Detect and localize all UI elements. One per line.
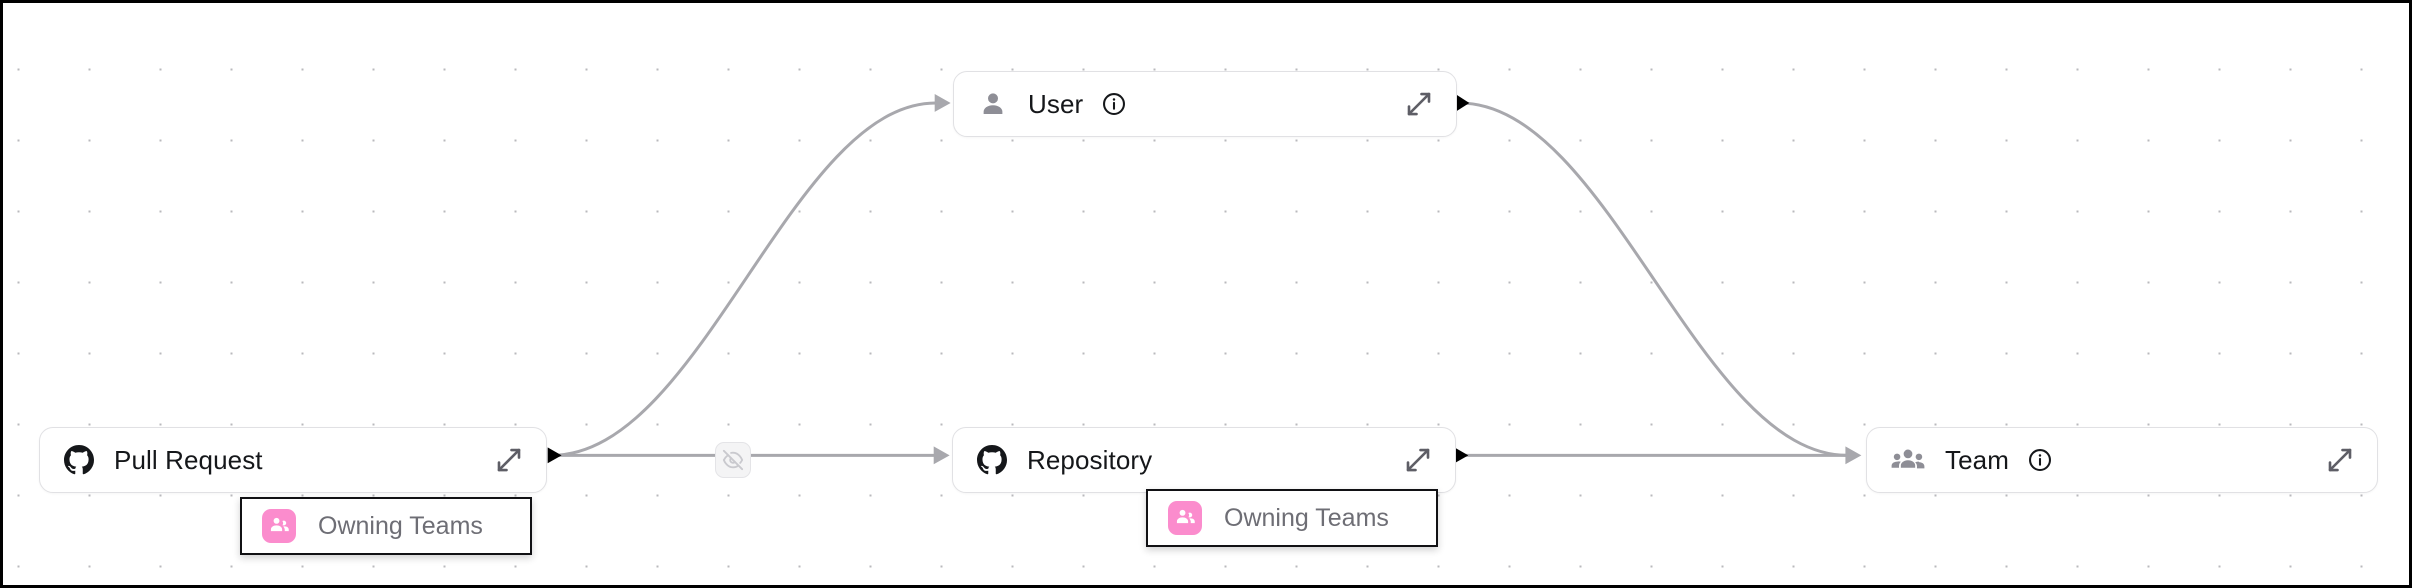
people-group-icon <box>262 509 296 543</box>
node-repository[interactable]: Repository <box>952 427 1456 493</box>
edge-user-to-team[interactable] <box>1459 101 1848 457</box>
edge-arrowhead-team-in <box>1845 446 1862 465</box>
person-icon <box>978 89 1008 119</box>
owning-teams-card-repository[interactable]: Owning Teams <box>1146 489 1438 547</box>
owning-teams-label: Owning Teams <box>318 511 483 540</box>
node-team[interactable]: Team <box>1866 427 2378 493</box>
node-label: Repository <box>1027 444 1153 475</box>
info-circle-icon[interactable] <box>2027 447 2053 473</box>
edge-visibility-toggle[interactable] <box>715 442 751 478</box>
github-icon <box>977 445 1007 475</box>
node-label: Pull Request <box>114 444 263 475</box>
edge-arrowhead-user-in <box>934 94 951 112</box>
eye-off-icon <box>722 449 744 471</box>
edge-arrowhead-repository-in <box>933 446 950 465</box>
github-icon <box>64 445 94 475</box>
node-label: User <box>1028 88 1084 119</box>
owning-teams-label: Owning Teams <box>1224 503 1389 532</box>
group-icon <box>1891 445 1925 475</box>
owning-teams-card-pull-request[interactable]: Owning Teams <box>240 497 532 555</box>
node-pull-request[interactable]: Pull Request <box>39 427 547 493</box>
expand-diagonal-icon[interactable] <box>1404 89 1434 119</box>
edge-source-handle-user[interactable] <box>1455 94 1470 112</box>
expand-diagonal-icon[interactable] <box>2325 445 2355 475</box>
node-user[interactable]: User <box>953 71 1457 137</box>
edge-source-handle-repository[interactable] <box>1454 447 1469 464</box>
node-label: Team <box>1945 444 2009 475</box>
expand-diagonal-icon[interactable] <box>1403 445 1433 475</box>
edge-source-handle-pull-request[interactable] <box>547 447 562 464</box>
expand-diagonal-icon[interactable] <box>494 445 524 475</box>
edge-pull-request-to-user[interactable] <box>551 101 936 457</box>
people-group-icon <box>1168 501 1202 535</box>
info-circle-icon[interactable] <box>1101 91 1127 117</box>
